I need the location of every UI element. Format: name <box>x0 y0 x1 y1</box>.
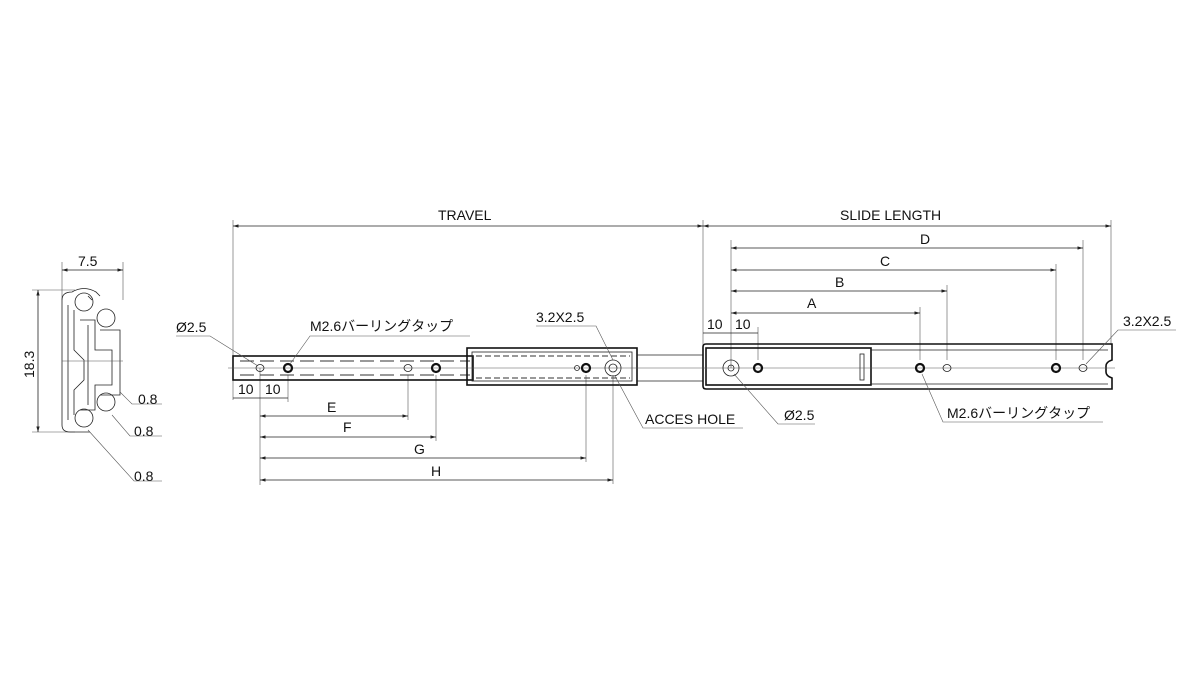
dim-e-label: E <box>327 399 336 415</box>
slot-icon <box>1078 364 1088 372</box>
hole-icon <box>574 365 580 371</box>
cross-section: 7.5 18.3 0.8 0.8 0.8 <box>21 253 162 484</box>
dimension-lines <box>233 224 1111 482</box>
holes <box>255 359 1088 377</box>
dim-b-label: B <box>835 274 844 290</box>
extension-lines <box>232 220 1112 485</box>
dim-d-label: D <box>920 231 930 247</box>
tap-hole-icon <box>430 362 442 374</box>
dim-10-right-1: 10 <box>707 316 723 332</box>
callouts: Ø2.5 M2.6バーリングタップ 3.2X2.5 ACCES HOLE Ø2.… <box>176 309 1176 429</box>
dim-h-label: H <box>431 463 441 479</box>
hole-icon <box>722 359 740 377</box>
tap-hole-icon <box>580 362 592 374</box>
tap-hole-icon <box>752 362 764 374</box>
callout-slot-right: 3.2X2.5 <box>1123 313 1171 329</box>
thickness-label-3: 0.8 <box>134 468 154 484</box>
dim-c-label: C <box>880 253 890 269</box>
callout-dia-right: Ø2.5 <box>784 407 815 423</box>
dim-f-label: F <box>343 419 352 435</box>
height-label: 18.3 <box>21 351 37 378</box>
slot-icon <box>942 364 952 372</box>
callout-slot-mid: 3.2X2.5 <box>536 309 584 325</box>
middle-rail <box>466 347 703 386</box>
dim-10-right-2: 10 <box>735 316 751 332</box>
outer-rail <box>702 343 1113 390</box>
thickness-label-2: 0.8 <box>134 423 154 439</box>
dim-a-label: A <box>807 295 817 311</box>
tap-hole-icon <box>914 362 926 374</box>
width-label: 7.5 <box>78 253 98 269</box>
callout-tap-left: M2.6バーリングタップ <box>310 318 453 334</box>
dim-10-left-1: 10 <box>238 381 254 397</box>
hole-icon <box>403 364 413 372</box>
dim-10-left-2: 10 <box>265 381 281 397</box>
hole-icon <box>255 364 265 372</box>
callout-tap-right: M2.6バーリングタップ <box>947 405 1090 421</box>
tap-hole-icon <box>282 362 294 374</box>
thickness-label-1: 0.8 <box>138 391 158 407</box>
callout-access-hole: ACCES HOLE <box>645 411 735 427</box>
callout-dia-left: Ø2.5 <box>176 319 207 335</box>
dim-g-label: G <box>414 441 425 457</box>
travel-label: TRAVEL <box>438 207 492 223</box>
slide-length-label: SLIDE LENGTH <box>840 207 941 223</box>
tap-hole-icon <box>1050 362 1062 374</box>
